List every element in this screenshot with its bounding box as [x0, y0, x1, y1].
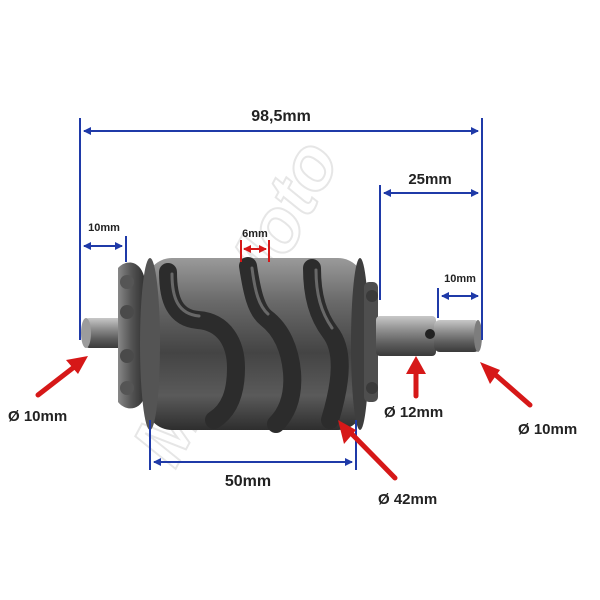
- label-right-tip-diameter: Ø 10mm: [518, 421, 577, 438]
- left-flange: [118, 262, 144, 409]
- arrow-left-shaft: [35, 361, 81, 398]
- middle-shaft: [376, 316, 436, 356]
- diameter-arrows: [35, 361, 533, 481]
- label-groove-width: 6mm: [242, 228, 268, 240]
- right-tip-shaft: [434, 320, 480, 352]
- arrow-drum: [343, 425, 398, 481]
- right-flange: [364, 282, 378, 402]
- label-left-shaft-length: 10mm: [88, 222, 120, 234]
- label-right-shaft-length: 25mm: [408, 171, 451, 188]
- label-overall-length: 98,5mm: [251, 108, 311, 125]
- arrow-right-tip: [487, 367, 533, 408]
- label-drum-diameter: Ø 42mm: [378, 491, 437, 508]
- dimension-lines: [79, 118, 483, 470]
- label-middle-shaft-diameter: Ø 12mm: [384, 404, 443, 421]
- groove-dimension: [240, 240, 270, 262]
- left-shaft: [84, 318, 126, 348]
- shift-drum: [81, 257, 482, 433]
- label-right-tip-length: 10mm: [444, 273, 476, 285]
- label-left-shaft-diameter: Ø 10mm: [8, 408, 67, 425]
- label-drum-length: 50mm: [225, 473, 271, 490]
- cam-grooves: [159, 257, 349, 433]
